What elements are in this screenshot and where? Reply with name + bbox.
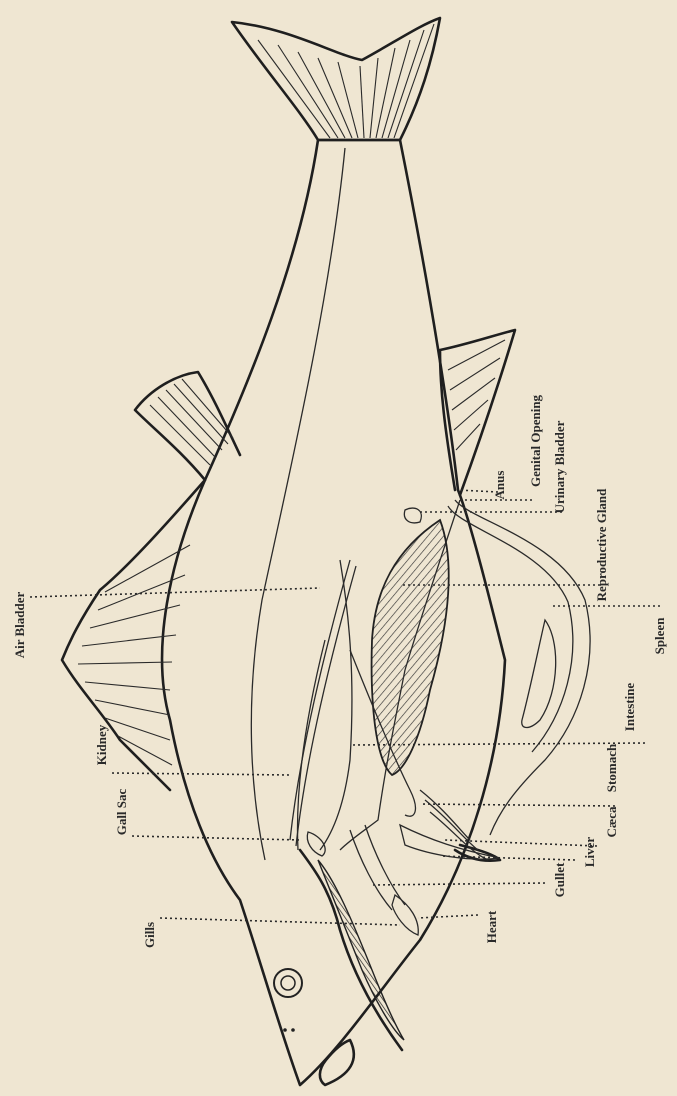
air-bladder [290, 560, 356, 846]
label-gall-sac: Gall Sac [114, 788, 129, 835]
dorsal-fin-soft-rays [150, 379, 233, 465]
label-heart: Heart [484, 910, 499, 943]
label-gullet: Gullet [552, 862, 567, 897]
intestine-inner [448, 506, 573, 752]
label-caeca: Cæca [604, 806, 619, 838]
label-spleen: Spleen [652, 617, 667, 655]
labels: Air Bladder Kidney Gall Sac Gills Heart … [12, 394, 667, 948]
label-liver: Liver [582, 837, 597, 868]
label-genital-opening: Genital Opening [528, 394, 543, 487]
label-stomach: Stomach [604, 743, 619, 792]
label-air-bladder: Air Bladder [12, 591, 27, 658]
label-gills: Gills [142, 922, 157, 948]
eye [274, 969, 302, 997]
label-reproductive-gland: Reproductive Gland [594, 488, 609, 602]
urinary-bladder [404, 508, 421, 523]
body-outline [162, 140, 505, 1085]
label-intestine: Intestine [622, 683, 637, 732]
body-cavity-inner [320, 560, 352, 850]
gullet [350, 825, 405, 910]
heart [392, 895, 418, 935]
spleen [522, 620, 556, 728]
leader-lines [30, 490, 660, 925]
label-anus: Anus [492, 471, 507, 500]
dorsal-fin-soft [135, 372, 240, 480]
reproductive-gland [372, 520, 449, 775]
lateral-line [251, 148, 345, 860]
nostrils [283, 1028, 295, 1032]
gill-cover [300, 850, 402, 1050]
jaw [320, 1040, 354, 1085]
anal-fin-rays [448, 340, 505, 450]
gall-sac [307, 832, 325, 856]
label-kidney: Kidney [94, 724, 109, 765]
dorsal-fin-spiny [62, 480, 205, 790]
label-urinary-bladder: Urinary Bladder [552, 420, 567, 513]
gills-band [318, 860, 404, 1040]
